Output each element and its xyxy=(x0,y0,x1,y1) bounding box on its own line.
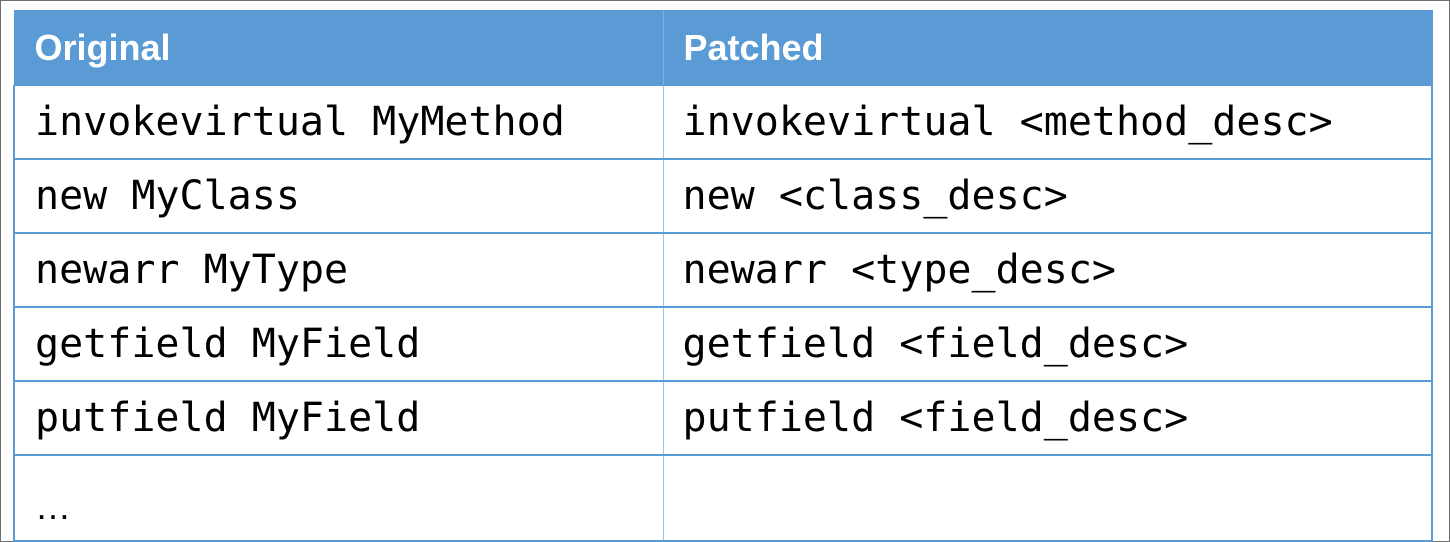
table-row: getfield MyField getfield <field_desc> xyxy=(13,307,1433,382)
original-instruction-cell: new MyClass xyxy=(13,159,664,234)
patched-instruction-cell: invokevirtual <method_desc> xyxy=(662,85,1433,160)
table-header-row: Original Patched xyxy=(13,10,1433,86)
original-instruction-cell: putfield MyField xyxy=(13,381,664,456)
bytecode-comparison-table: Original Patched invokevirtual MyMethod … xyxy=(13,10,1433,542)
original-instruction-cell: newarr MyType xyxy=(13,233,664,308)
patched-instruction-cell: putfield <field_desc> xyxy=(662,381,1433,456)
patched-instruction-cell: getfield <field_desc> xyxy=(662,307,1433,382)
table-row: newarr MyType newarr <type_desc> xyxy=(13,233,1433,308)
column-header-original: Original xyxy=(13,10,664,86)
table-row: putfield MyField putfield <field_desc> xyxy=(13,381,1433,456)
table-row: invokevirtual MyMethod invokevirtual <me… xyxy=(13,85,1433,160)
ellipsis-cell: … xyxy=(13,455,664,542)
original-instruction-cell: getfield MyField xyxy=(13,307,664,382)
column-header-patched: Patched xyxy=(662,10,1433,86)
patched-instruction-cell: new <class_desc> xyxy=(662,159,1433,234)
table-row-ellipsis: … xyxy=(13,455,1433,542)
patched-instruction-cell: newarr <type_desc> xyxy=(662,233,1433,308)
original-instruction-cell: invokevirtual MyMethod xyxy=(13,85,664,160)
empty-cell xyxy=(662,455,1433,542)
table-row: new MyClass new <class_desc> xyxy=(13,159,1433,234)
